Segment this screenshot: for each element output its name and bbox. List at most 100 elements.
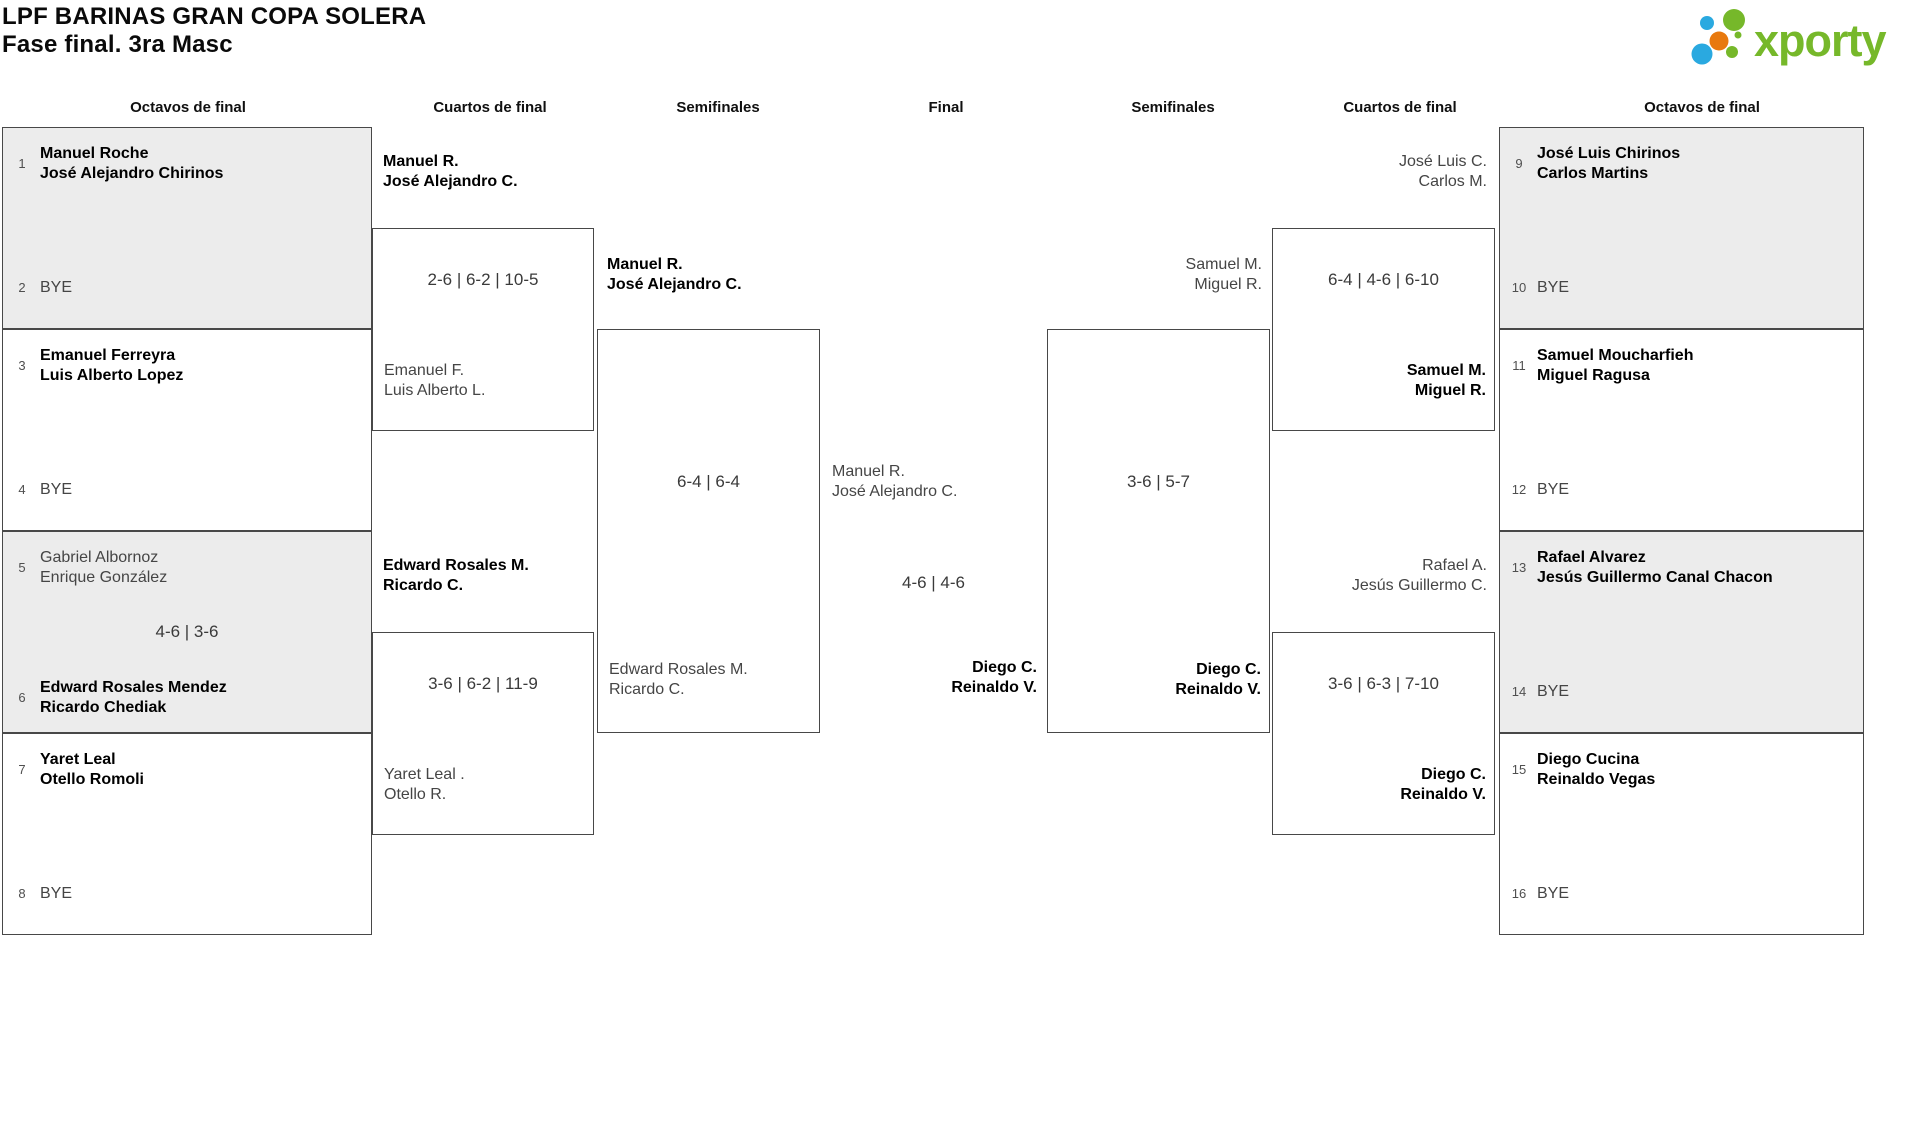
logo-dot-blue-small xyxy=(1700,16,1714,30)
player-name: Jesús Guillermo C. xyxy=(1351,576,1487,594)
seed-number: 2 xyxy=(18,280,26,296)
match-score: 3-6 | 6-3 | 7-10 xyxy=(1328,674,1439,693)
logo-dot-green-small xyxy=(1726,46,1738,58)
advancing-pair-label: Manuel R. José Alejandro C. xyxy=(383,152,518,191)
player-name: Reinaldo V. xyxy=(951,678,1037,696)
round-header-cuartos-right: Cuartos de final xyxy=(1343,99,1457,116)
player-name: Enrique González xyxy=(40,568,168,586)
player-name: BYE xyxy=(40,279,73,296)
pair-label: Emanuel F. Luis Alberto L. xyxy=(384,361,485,400)
player-name: Edward Rosales M. xyxy=(383,557,529,574)
player-name: Emanuel Ferreyra xyxy=(40,347,176,364)
advancing-pair-label: Diego C. Reinaldo V. xyxy=(1175,660,1261,699)
player-name: José Alejandro C. xyxy=(383,172,518,190)
player-name: Miguel R. xyxy=(1414,381,1486,399)
round-header-semis-left: Semifinales xyxy=(676,99,760,116)
pair-names: BYE xyxy=(1537,884,1569,904)
logo-dot-orange xyxy=(1709,31,1729,51)
player-name: Manuel R. xyxy=(383,153,459,170)
pair-names: Samuel Moucharfieh Miguel Ragusa xyxy=(1537,346,1693,385)
seed-number: 6 xyxy=(18,690,26,705)
player-name: BYE xyxy=(1537,885,1570,902)
pair-label: José Luis C. Carlos M. xyxy=(1277,152,1487,191)
round-header-final: Final xyxy=(928,99,964,116)
pair-label: Yaret Leal . Otello R. xyxy=(384,765,465,804)
pair-label: Edward Rosales M. Ricardo C. xyxy=(609,660,748,699)
player-name: Reinaldo Vegas xyxy=(1537,770,1656,788)
bracket-slot-16: 16 BYE xyxy=(1506,884,1857,904)
player-name: José Alejandro C. xyxy=(607,275,742,293)
player-name: Luis Alberto L. xyxy=(384,381,486,399)
player-name: Ricardo Chediak xyxy=(40,698,167,716)
player-name: Miguel Ragusa xyxy=(1537,366,1650,384)
bracket-slot-3: 3 Emanuel Ferreyra Luis Alberto Lopez xyxy=(9,346,365,385)
logo-wordmark: xporty xyxy=(1754,15,1887,66)
bracket-slot-11: 11 Samuel Moucharfieh Miguel Ragusa xyxy=(1506,346,1857,385)
bracket-slot-9: 9 José Luis Chirinos Carlos Martins xyxy=(1506,144,1857,183)
player-name: Rafael A. xyxy=(1422,557,1487,574)
octavos-match-15v16: 15 Diego Cucina Reinaldo Vegas 16 BYE xyxy=(1499,733,1864,935)
bracket-slot-5: 5 Gabriel Albornoz Enrique González xyxy=(9,548,365,587)
player-name: Yaret Leal xyxy=(40,751,116,768)
semifinal-left-box: 6-4 | 6-4 Edward Rosales M. Ricardo C. xyxy=(597,329,820,733)
champion-label: Diego C. Reinaldo V. xyxy=(820,658,1037,697)
player-name: Otello Romoli xyxy=(40,770,144,788)
player-name: Manuel Roche xyxy=(40,145,149,162)
match-score: 3-6 | 6-2 | 11-9 xyxy=(428,674,538,693)
bracket-slot-15: 15 Diego Cucina Reinaldo Vegas xyxy=(1506,750,1857,789)
semifinal-right-box: 3-6 | 5-7 Diego C. Reinaldo V. xyxy=(1047,329,1270,733)
seed-number: 1 xyxy=(18,156,26,171)
pair-names: Manuel Roche José Alejandro Chirinos xyxy=(40,144,223,183)
bracket-slot-10: 10 BYE xyxy=(1506,278,1857,298)
player-name: Jesús Guillermo Canal Chacon xyxy=(1537,568,1773,586)
pair-names: Edward Rosales Mendez Ricardo Chediak xyxy=(40,678,227,717)
seed-number: 7 xyxy=(18,762,26,777)
match-score: 6-4 | 6-4 xyxy=(676,472,740,491)
logo-dot-green-large xyxy=(1723,9,1745,31)
pair-names: BYE xyxy=(1537,278,1569,298)
bracket-slot-1: 1 Manuel Roche José Alejandro Chirinos xyxy=(9,144,365,183)
player-name: Miguel R. xyxy=(1194,275,1262,293)
seed-number: 5 xyxy=(18,560,26,575)
bracket-slot-4: 4 BYE xyxy=(9,480,365,500)
bracket-slot-8: 8 BYE xyxy=(9,884,365,904)
octavos-match-13v14: 13 Rafael Alvarez Jesús Guillermo Canal … xyxy=(1499,531,1864,733)
octavos-match-3v4: 3 Emanuel Ferreyra Luis Alberto Lopez 4 … xyxy=(2,329,372,531)
player-name: Edward Rosales Mendez xyxy=(40,679,227,696)
player-name: José Luis C. xyxy=(1398,153,1487,170)
round-header-semis-right: Semifinales xyxy=(1131,99,1215,116)
bracket-slot-6: 6 Edward Rosales Mendez Ricardo Chediak xyxy=(9,678,365,717)
player-name: Reinaldo V. xyxy=(1400,785,1486,803)
player-name: Manuel R. xyxy=(607,256,683,273)
seed-number: 14 xyxy=(1511,684,1527,700)
pair-names: BYE xyxy=(40,278,72,298)
player-name: Carlos M. xyxy=(1418,172,1487,190)
player-name: José Alejandro Chirinos xyxy=(40,164,224,182)
player-name: BYE xyxy=(1537,481,1570,498)
seed-number: 13 xyxy=(1511,560,1527,575)
cuartos-right-match-1-box: 6-4 | 4-6 | 6-10 Samuel M. Miguel R. xyxy=(1272,228,1495,431)
player-name: Samuel Moucharfieh xyxy=(1537,347,1694,364)
seed-number: 11 xyxy=(1512,358,1526,373)
player-name: Rafael Alvarez xyxy=(1537,549,1646,566)
seed-number: 15 xyxy=(1511,762,1527,777)
pair-names: Gabriel Albornoz Enrique González xyxy=(40,548,167,587)
player-name: Carlos Martins xyxy=(1537,164,1649,182)
advancing-pair-label: Samuel M. Miguel R. xyxy=(1407,361,1486,400)
match-score: 2-6 | 6-2 | 10-5 xyxy=(427,270,539,289)
player-name: BYE xyxy=(40,885,73,902)
pair-names: BYE xyxy=(1537,480,1569,500)
octavos-match-7v8: 7 Yaret Leal Otello Romoli 8 BYE xyxy=(2,733,372,935)
match-score: 6-4 | 4-6 | 6-10 xyxy=(1328,270,1439,289)
seed-number: 8 xyxy=(18,886,26,902)
player-name: Yaret Leal . xyxy=(384,766,465,783)
bracket-slot-2: 2 BYE xyxy=(9,278,365,298)
player-name: Samuel M. xyxy=(1185,256,1262,273)
round-header-octavos-left: Octavos de final xyxy=(130,99,246,116)
octavos-match-5v6: 5 Gabriel Albornoz Enrique González 4-6 … xyxy=(2,531,372,733)
player-name: Emanuel F. xyxy=(384,362,465,379)
player-name: Diego C. xyxy=(972,659,1037,676)
seed-number: 16 xyxy=(1511,886,1527,902)
player-name: BYE xyxy=(40,481,73,498)
